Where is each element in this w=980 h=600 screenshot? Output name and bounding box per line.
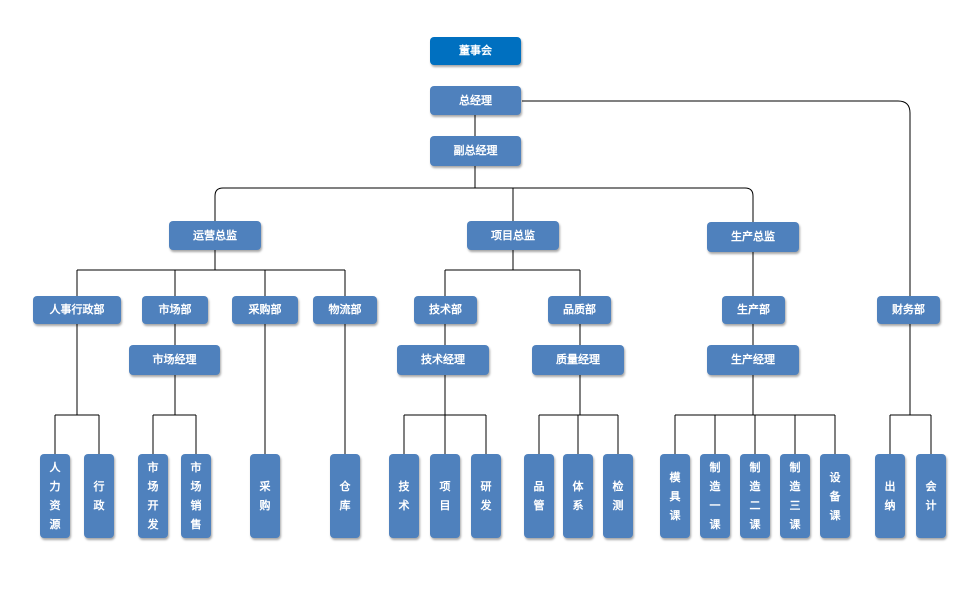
leaf-hr: 人力资源 xyxy=(40,454,70,538)
leaf-mfg-3: 制造三课 xyxy=(780,454,810,538)
leaf-system: 体系 xyxy=(563,454,593,538)
production-director-node: 生产总监 xyxy=(707,222,799,252)
leaf-market-sales: 市场销售 xyxy=(181,454,211,538)
market-dept-node: 市场部 xyxy=(142,296,208,324)
production-manager-node: 生产经理 xyxy=(707,345,799,375)
leaf-tech: 技术 xyxy=(389,454,419,538)
purchase-dept-node: 采购部 xyxy=(232,296,298,324)
leaf-market-dev: 市场开发 xyxy=(138,454,168,538)
leaf-mold: 模具课 xyxy=(660,454,690,538)
leaf-qc: 品管 xyxy=(524,454,554,538)
leaf-project: 项目 xyxy=(430,454,460,538)
leaf-mfg-1: 制造一课 xyxy=(700,454,730,538)
leaf-warehouse: 仓库 xyxy=(330,454,360,538)
leaf-rnd: 研发 xyxy=(471,454,501,538)
leaf-inspection: 检测 xyxy=(603,454,633,538)
leaf-purchase: 采购 xyxy=(250,454,280,538)
leaf-admin: 行政 xyxy=(84,454,114,538)
finance-dept-node: 财务部 xyxy=(877,296,940,324)
market-manager-node: 市场经理 xyxy=(129,345,220,375)
leaf-mfg-2: 制造二课 xyxy=(740,454,770,538)
hr-admin-dept-node: 人事行政部 xyxy=(33,296,121,324)
tech-dept-node: 技术部 xyxy=(414,296,477,324)
board-node: 董事会 xyxy=(430,37,521,65)
leaf-cashier: 出纳 xyxy=(875,454,905,538)
ops-director-node: 运营总监 xyxy=(169,221,261,250)
tech-manager-node: 技术经理 xyxy=(397,345,489,375)
quality-dept-node: 品质部 xyxy=(548,296,611,324)
quality-manager-node: 质量经理 xyxy=(532,345,624,375)
leaf-equipment: 设备课 xyxy=(820,454,850,538)
gm-node: 总经理 xyxy=(430,86,521,115)
vgm-node: 副总经理 xyxy=(430,136,521,166)
production-dept-node: 生产部 xyxy=(722,296,785,324)
leaf-accounting: 会计 xyxy=(916,454,946,538)
project-director-node: 项目总监 xyxy=(467,221,559,250)
logistics-dept-node: 物流部 xyxy=(313,296,377,324)
